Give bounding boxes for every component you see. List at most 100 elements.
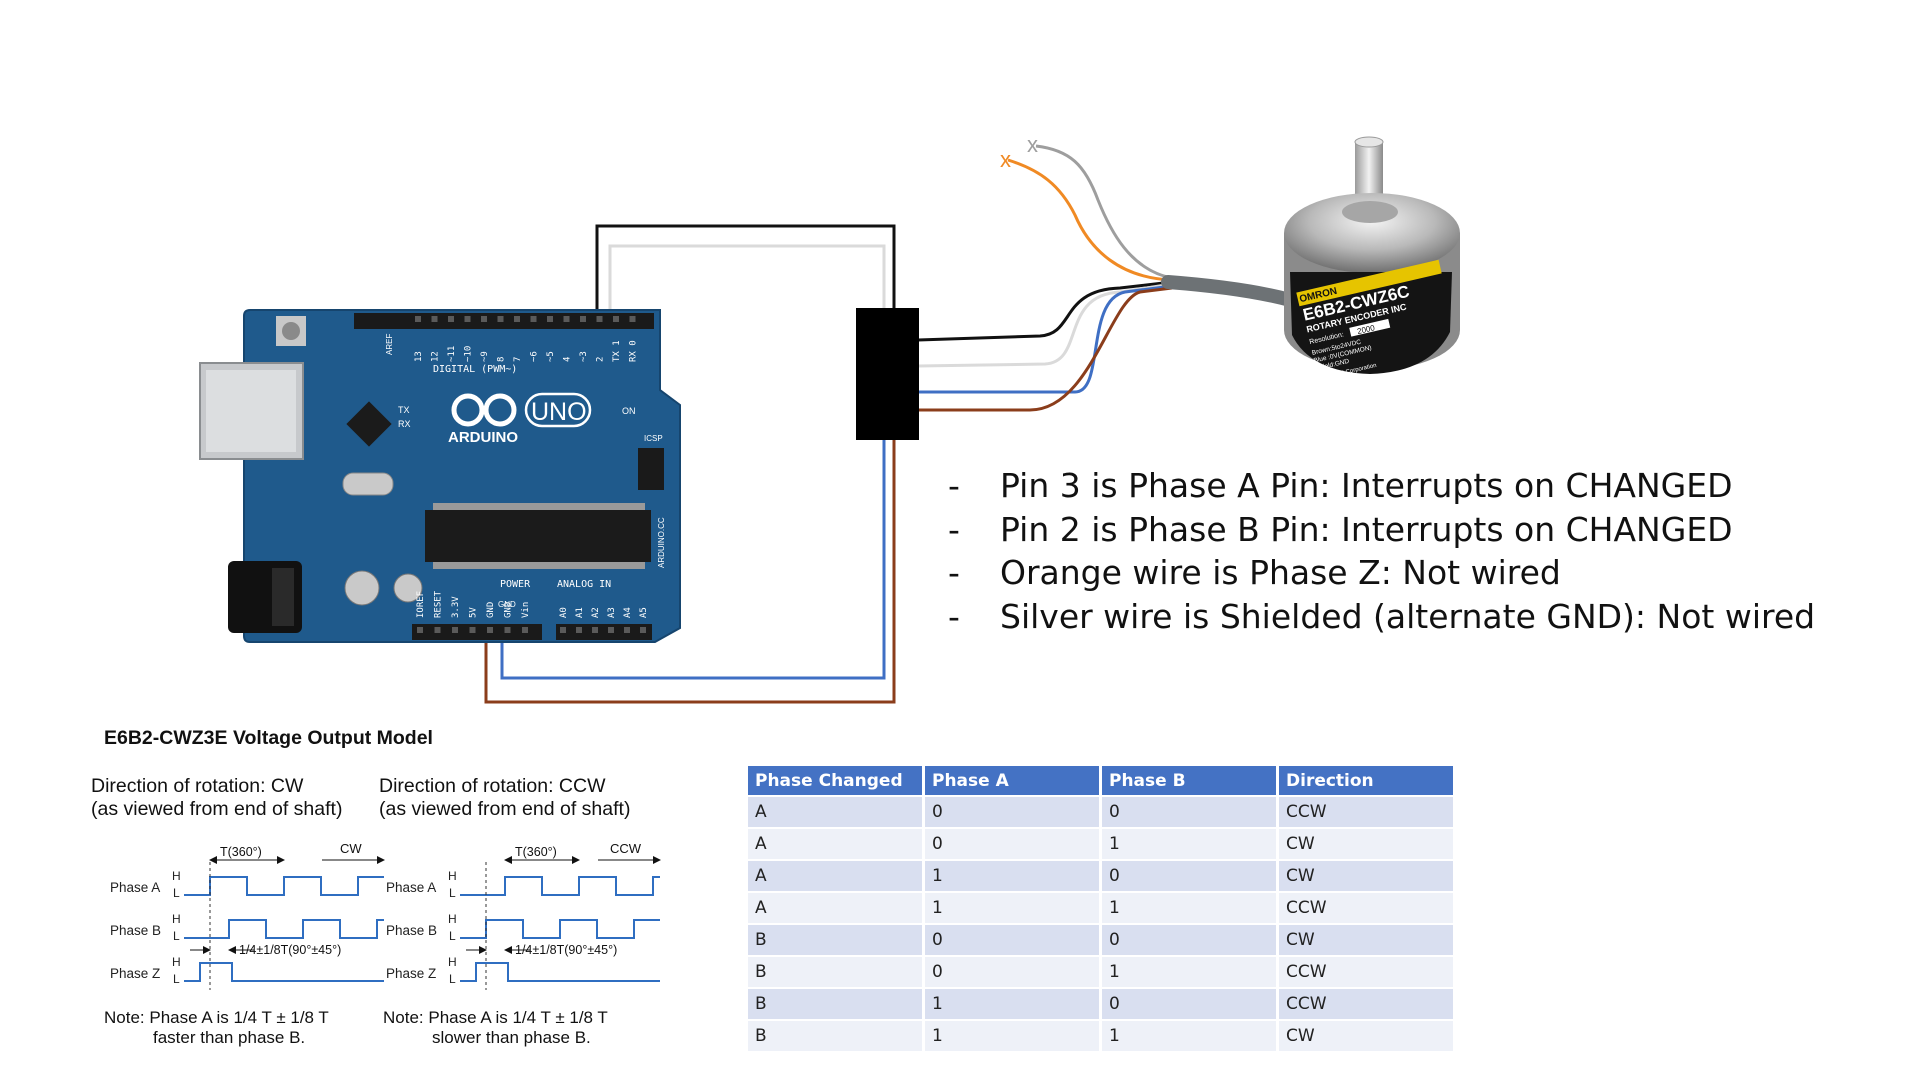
- power-pin-label: GND: [486, 602, 496, 618]
- cell-phase-b: 0: [1102, 797, 1276, 827]
- cw-direction-line1: Direction of rotation: CW: [91, 775, 304, 797]
- cell-phase-b: 1: [1102, 829, 1276, 859]
- cw-direction: Direction of rotation: CW (as viewed fro…: [91, 775, 342, 821]
- aref-label: AREF: [385, 334, 394, 355]
- cell-phase-changed: A: [748, 861, 922, 891]
- analog-pin-label-socket: [640, 627, 646, 633]
- digital-pin-label: ~10: [464, 346, 474, 362]
- note-phase-a: Pin 3 is Phase A Pin: Interrupts on CHAN…: [948, 464, 1815, 508]
- analog-pin-label: A3: [607, 607, 617, 618]
- cell-phase-a: 0: [925, 829, 1099, 859]
- cw-offset-label: 1/4±1/8T(90°±45°): [239, 943, 341, 957]
- cw-direction-line2: (as viewed from end of shaft): [91, 798, 343, 820]
- rotary-encoder: OMRON E6B2-CWZ6C ROTARY ENCODER INC Reso…: [1284, 136, 1460, 381]
- power-pin-label-socket: [522, 627, 528, 633]
- ccw-phase-label: Phase B: [386, 923, 437, 938]
- digital-pin-label-socket: [580, 316, 586, 322]
- cw-phase-label: Phase A: [110, 880, 160, 895]
- digital-pin-label-socket: [497, 316, 504, 322]
- analog-pin-label-socket: [576, 627, 582, 633]
- orange-wire: [1007, 158, 1173, 282]
- brown-wire-to-encoder: [918, 286, 1173, 412]
- analog-pin-label: A2: [591, 607, 601, 618]
- ccw-period-label: T(360°): [515, 845, 557, 859]
- ccw-level-h: H: [448, 912, 457, 926]
- on-label: ON: [622, 406, 636, 416]
- cell-direction: CCW: [1279, 989, 1453, 1019]
- table-header-row: Phase Changed Phase A Phase B Direction: [748, 766, 1453, 795]
- ccw-phase-label: Phase A: [386, 880, 436, 895]
- analog-pin-label-socket: [624, 627, 630, 633]
- blue-wire: [500, 436, 886, 680]
- power-pin-label-socket: [452, 627, 458, 633]
- digital-pin-label: ~11: [447, 346, 457, 362]
- digital-pin-label: 4: [563, 357, 573, 362]
- cw-note: Note: Phase A is 1/4 T ± 1/8 T faster th…: [104, 1008, 329, 1048]
- cell-direction: CCW: [1279, 957, 1453, 987]
- digital-pin-label-socket: [563, 316, 570, 322]
- digital-pin-label: ~6: [530, 351, 540, 362]
- table-row: B 0 0 CW: [748, 925, 1453, 955]
- power-pin-label: 5V: [469, 607, 479, 618]
- side-label: ARDUINO.CC: [657, 517, 666, 568]
- ccw-level-h: H: [448, 869, 457, 883]
- board-model: UNO: [531, 398, 587, 426]
- ccw-note-line2: slower than phase B.: [432, 1028, 591, 1047]
- cell-direction: CW: [1279, 925, 1453, 955]
- analog-label: ANALOG IN: [557, 579, 611, 590]
- orange-not-wired-mark: x: [1000, 147, 1011, 172]
- digital-pin-label-socket: [448, 316, 454, 322]
- ccw-level-h: H: [448, 955, 457, 969]
- cell-phase-a: 1: [925, 861, 1099, 891]
- power-pin-label-socket: [434, 627, 441, 633]
- table-row: A 0 1 CW: [748, 829, 1453, 859]
- silver-wire: [1035, 144, 1173, 280]
- white-wire-to-encoder: [917, 282, 1173, 368]
- cell-direction: CW: [1279, 829, 1453, 859]
- cell-phase-changed: A: [748, 893, 922, 923]
- digital-pin-label-socket: [596, 316, 603, 322]
- encoder-cable: [1161, 275, 1297, 307]
- encoder-resolution-value: 2000: [1356, 323, 1376, 336]
- digital-pin-label-socket: [547, 316, 553, 322]
- cw-level-h: H: [172, 955, 181, 969]
- cell-phase-a: 1: [925, 893, 1099, 923]
- analog-pin-label: A5: [639, 607, 649, 618]
- digital-pin-label: 13: [414, 351, 424, 362]
- cw-level-l: L: [173, 886, 180, 900]
- cell-phase-a: 0: [925, 797, 1099, 827]
- analog-pin-label: A4: [623, 607, 633, 618]
- cell-phase-a: 0: [925, 957, 1099, 987]
- blue-wire-to-encoder: [918, 284, 1173, 394]
- cell-phase-b: 1: [1102, 1021, 1276, 1051]
- gnd-label: GND: [498, 600, 516, 609]
- cell-phase-b: 1: [1102, 957, 1276, 987]
- digital-pin-label-socket: [530, 316, 537, 322]
- power-pin-label-socket: [469, 627, 476, 633]
- table-row: B 1 0 CCW: [748, 989, 1453, 1019]
- cw-level-h: H: [172, 869, 181, 883]
- analog-pin-label: A1: [575, 607, 585, 618]
- black-wire: [595, 224, 896, 316]
- ccw-waveform: [460, 919, 660, 939]
- cell-direction: CW: [1279, 1021, 1453, 1051]
- ccw-direction-line2: (as viewed from end of shaft): [379, 798, 631, 820]
- wires: x x: [484, 132, 1297, 704]
- arduino-logo: [451, 392, 592, 428]
- silver-not-wired-mark: x: [1027, 132, 1038, 157]
- brown-wire: [484, 436, 896, 704]
- table-row: A 0 0 CCW: [748, 797, 1453, 827]
- digital-header: [354, 313, 654, 329]
- ccw-direction: Direction of rotation: CCW (as viewed fr…: [379, 775, 630, 821]
- arduino-board: UNO ARDUINO DIGITAL (PWM~) ON ICSP TX RX…: [199, 309, 681, 643]
- cell-phase-changed: A: [748, 797, 922, 827]
- power-pin-label: RESET: [434, 590, 444, 618]
- digital-pin-label-socket: [481, 316, 487, 322]
- power-pin-label: 3.3V: [451, 596, 461, 618]
- note-phase-b: Pin 2 is Phase B Pin: Interrupts on CHAN…: [948, 508, 1815, 552]
- cw-note-line2: faster than phase B.: [153, 1028, 306, 1047]
- digital-label: DIGITAL (PWM~): [433, 364, 517, 375]
